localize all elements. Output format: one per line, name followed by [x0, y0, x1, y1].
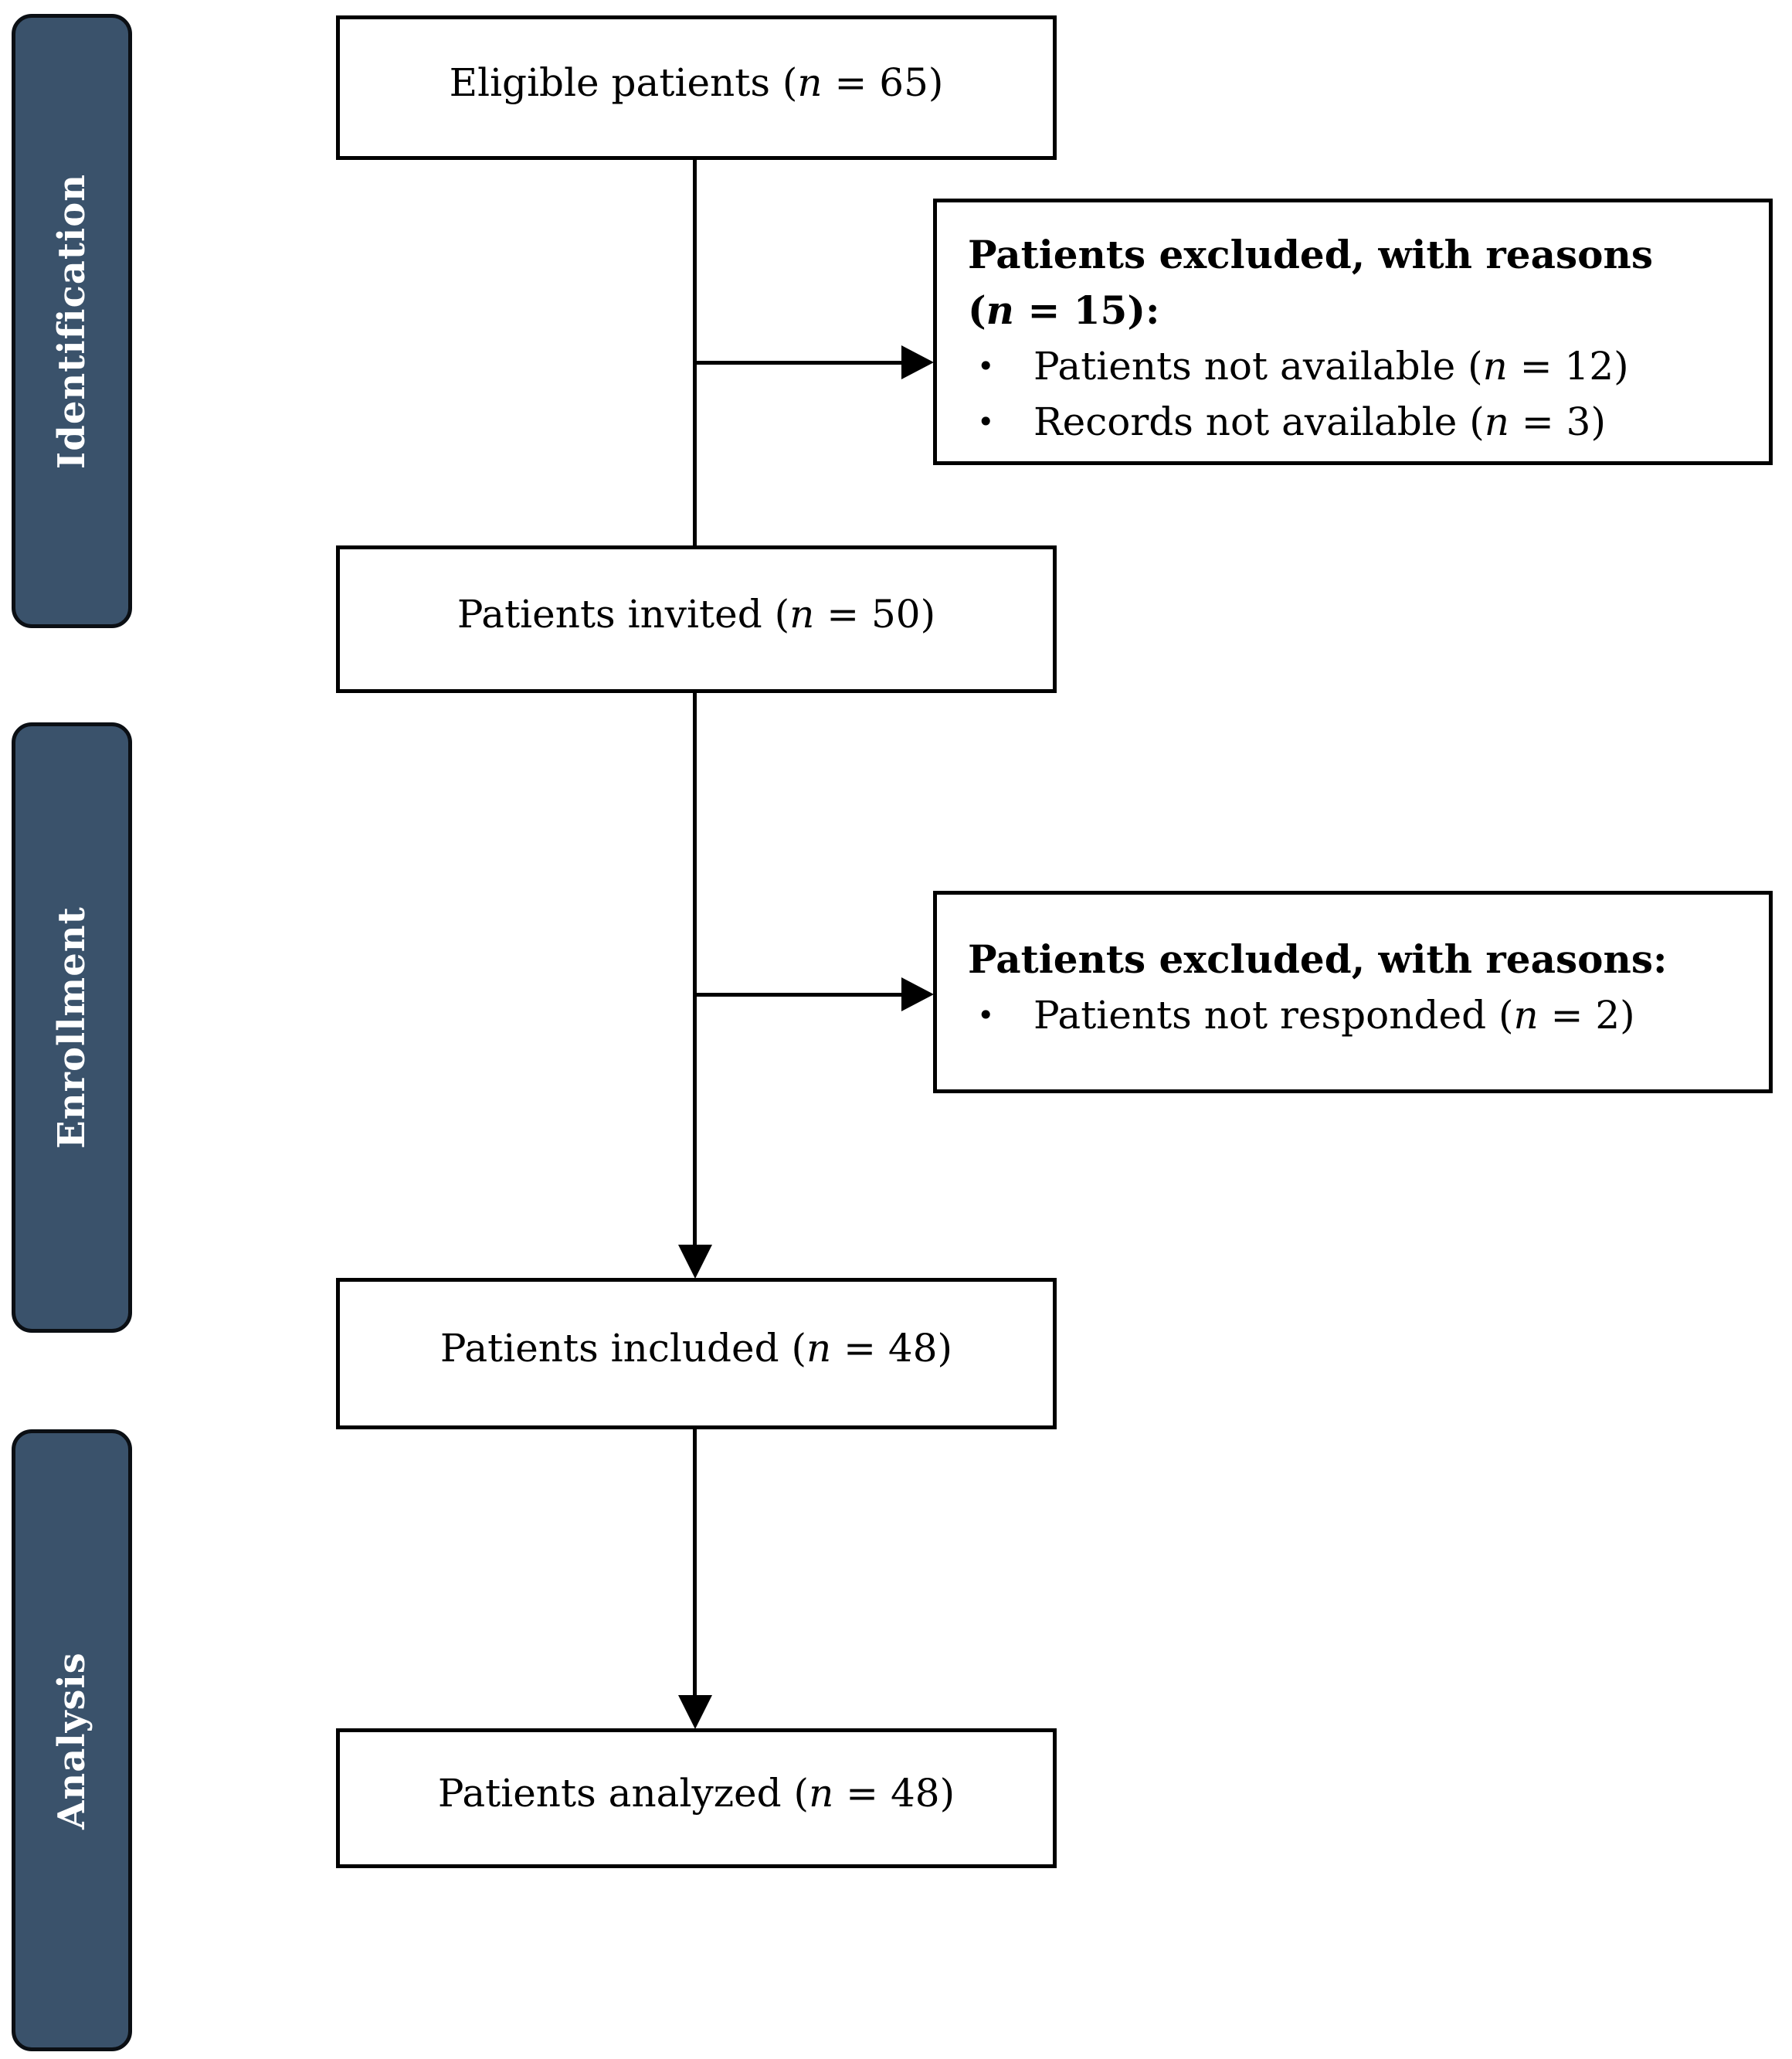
connector-invited-to-included [693, 693, 697, 1245]
label-n-italic: n [809, 1770, 834, 1816]
arrowhead-down [678, 1695, 712, 1729]
label-text: = 48) [831, 1326, 953, 1371]
box-label: Patients invited (n = 50) [457, 592, 935, 637]
arrowhead-down [678, 1245, 712, 1279]
bullet-label: Records not available (n = 3) [1033, 394, 1746, 450]
label-text: = 50) [814, 591, 936, 637]
exclusion-bullet: • Patients not responded (n = 2) [968, 987, 1746, 1043]
arrowhead-right [901, 345, 934, 379]
stage-bar-label: Analysis [50, 1651, 93, 1830]
bullet-label: Patients not available (n = 12) [1033, 338, 1746, 394]
label-text: = 48) [833, 1770, 955, 1816]
flow-box-patients-invited: Patients invited (n = 50) [336, 545, 1057, 693]
flow-box-eligible-patients: Eligible patients (n = 65) [336, 15, 1057, 160]
heading-text: = 15): [1014, 287, 1160, 333]
box-label: Patients included (n = 48) [440, 1326, 952, 1371]
stage-bar-analysis: Analysis [12, 1429, 132, 2051]
label-n-italic: n [789, 591, 815, 637]
connector-eligible-to-invited [693, 160, 697, 545]
connector-included-to-analyzed [693, 1429, 697, 1696]
stage-bar-enrollment: Enrollment [12, 722, 132, 1333]
label-n-italic: n [1482, 344, 1508, 389]
connector-branch-excluded-1 [694, 361, 903, 365]
label-text: = 65) [822, 59, 944, 105]
label-text: Records not available ( [1033, 399, 1485, 444]
heading-n-italic: n [986, 287, 1015, 333]
label-text: = 12) [1507, 344, 1629, 389]
stage-bar-identification: Identification [12, 14, 132, 628]
flow-box-patients-analyzed: Patients analyzed (n = 48) [336, 1728, 1057, 1868]
exclusion-bullet: • Patients not available (n = 12) [968, 338, 1746, 394]
heading-text: ( [968, 287, 986, 333]
flow-box-excluded-2: Patients excluded, with reasons: • Patie… [933, 891, 1773, 1093]
bullet-marker: • [977, 998, 995, 1032]
label-text: Patients not responded ( [1033, 993, 1514, 1038]
flow-box-excluded-1: Patients excluded, with reasons (n = 15)… [933, 199, 1773, 465]
label-text: Eligible patients ( [449, 59, 798, 105]
stage-bar-label: Enrollment [50, 906, 93, 1149]
stage-bar-label: Identification [50, 173, 94, 469]
label-text: Patients not available ( [1033, 344, 1483, 389]
label-text: = 2) [1538, 993, 1635, 1038]
label-text: Patients included ( [440, 1326, 807, 1371]
connector-branch-excluded-2 [694, 993, 903, 997]
label-n-italic: n [797, 59, 823, 105]
bullet-marker: • [977, 349, 995, 383]
label-text: = 3) [1509, 399, 1606, 444]
box-label: Eligible patients (n = 65) [450, 60, 944, 105]
exclusion-bullet: • Records not available (n = 3) [968, 394, 1746, 450]
label-text: Patients invited ( [456, 591, 790, 637]
exclusion-heading: Patients excluded, with reasons [968, 227, 1746, 283]
heading-text: Patients excluded, with reasons: [968, 936, 1668, 982]
arrowhead-right [901, 977, 934, 1011]
flow-box-patients-included: Patients included (n = 48) [336, 1278, 1057, 1429]
label-n-italic: n [806, 1326, 832, 1371]
heading-text: Patients excluded, with reasons [968, 232, 1653, 277]
bullet-label: Patients not responded (n = 2) [1033, 987, 1746, 1043]
label-text: Patients analyzed ( [437, 1770, 809, 1816]
label-n-italic: n [1513, 993, 1539, 1038]
label-n-italic: n [1484, 399, 1509, 444]
box-label: Patients analyzed (n = 48) [438, 1771, 955, 1816]
bullet-marker: • [977, 405, 995, 439]
exclusion-heading: Patients excluded, with reasons: [968, 932, 1746, 987]
exclusion-heading-line2: (n = 15): [968, 283, 1746, 338]
